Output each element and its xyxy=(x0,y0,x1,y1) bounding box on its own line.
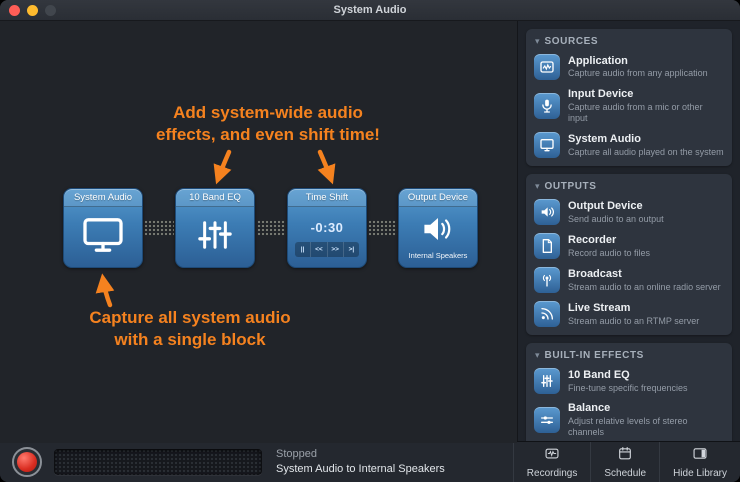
pause-button[interactable]: || xyxy=(300,245,305,253)
level-meter xyxy=(54,449,262,475)
library-sidebar: ▾ SOURCES Application Capture audio from… xyxy=(517,21,740,441)
item-desc: Stream audio to an online radio server xyxy=(568,281,721,292)
library-item-10-band-eq[interactable]: 10 Band EQ Fine-tune specific frequencie… xyxy=(526,364,732,398)
item-desc: Adjust relative levels of stereo channel… xyxy=(568,416,688,438)
speaker-icon xyxy=(421,215,455,248)
block-time-shift[interactable]: Time Shift -0:30 || << >> >| xyxy=(287,188,367,268)
library-item-application[interactable]: Application Capture audio from any appli… xyxy=(526,50,732,84)
record-icon xyxy=(17,452,37,472)
broadcast-icon xyxy=(534,267,560,294)
zoom-button[interactable] xyxy=(45,4,56,16)
monitor-icon xyxy=(82,217,124,258)
skip-to-live-button[interactable]: >| xyxy=(342,241,359,257)
session-canvas[interactable]: Add system-wide audio effects, and even … xyxy=(0,21,517,443)
item-label: Live Stream xyxy=(568,301,631,314)
library-item-output-device[interactable]: Output Device Send audio to an output xyxy=(526,195,732,229)
item-label: Output Device xyxy=(568,199,643,212)
connection xyxy=(144,220,174,236)
file-icon xyxy=(534,233,560,260)
balance-icon xyxy=(534,407,560,434)
section-title: BUILT-IN EFFECTS xyxy=(544,350,644,362)
library-item-recorder[interactable]: Recorder Record audio to files xyxy=(526,229,732,263)
hide-library-button[interactable]: Hide Library xyxy=(659,442,740,482)
fast-forward-button[interactable]: >> xyxy=(326,241,343,257)
section-header-sources[interactable]: ▾ SOURCES xyxy=(526,31,732,50)
connection xyxy=(257,220,286,236)
button-label: Schedule xyxy=(604,467,647,479)
microphone-icon xyxy=(534,93,560,120)
annotation-capture: Capture all system audio with a single b… xyxy=(89,308,291,349)
block-10-band-eq[interactable]: 10 Band EQ xyxy=(175,188,255,268)
rewind-button[interactable]: << xyxy=(310,241,326,257)
block-title: System Audio xyxy=(64,189,142,207)
calendar-icon xyxy=(617,446,633,466)
section-built-in-effects: ▾ BUILT-IN EFFECTS 10 Band EQ Fine-tune … xyxy=(526,343,732,441)
minimize-button[interactable] xyxy=(27,4,38,16)
output-device-name: Internal Speakers xyxy=(408,250,468,260)
stream-icon xyxy=(534,301,560,328)
section-title: OUTPUTS xyxy=(544,181,597,193)
item-label: 10 Band EQ xyxy=(568,368,630,381)
close-button[interactable] xyxy=(9,4,20,16)
block-output-device[interactable]: Output Device Internal Speakers xyxy=(398,188,478,268)
item-label: Balance xyxy=(568,402,611,415)
session-status: Stopped System Audio to Internal Speaker… xyxy=(276,447,445,477)
status-state: Stopped xyxy=(276,448,317,461)
item-desc: Send audio to an output xyxy=(568,213,664,224)
section-header-outputs[interactable]: ▾ OUTPUTS xyxy=(526,176,732,195)
section-outputs: ▾ OUTPUTS Output Device Send audio to an… xyxy=(526,174,732,336)
button-label: Recordings xyxy=(526,467,578,479)
eq-sliders-icon xyxy=(534,368,560,395)
library-item-balance[interactable]: Balance Adjust relative levels of stereo… xyxy=(526,398,732,441)
item-desc: Capture all audio played on the system xyxy=(568,146,724,157)
item-label: Recorder xyxy=(568,233,617,246)
time-shift-value: -0:30 xyxy=(310,219,344,235)
block-title: Time Shift xyxy=(288,189,366,207)
item-desc: Record audio to files xyxy=(568,247,651,258)
item-desc: Capture audio from a mic or other input xyxy=(568,101,703,123)
traffic-lights xyxy=(9,0,56,20)
application-icon xyxy=(534,54,560,80)
item-label: System Audio xyxy=(568,132,641,145)
status-route: System Audio to Internal Speakers xyxy=(276,463,445,475)
recordings-button[interactable]: Recordings xyxy=(512,442,591,482)
window-title: System Audio xyxy=(333,4,407,16)
chevron-down-icon: ▾ xyxy=(535,181,540,192)
eq-sliders-icon xyxy=(196,219,234,256)
chevron-down-icon: ▾ xyxy=(535,350,540,361)
chevron-down-icon: ▾ xyxy=(535,36,540,46)
section-header-effects[interactable]: ▾ BUILT-IN EFFECTS xyxy=(526,345,732,364)
connection xyxy=(368,220,397,236)
section-title: SOURCES xyxy=(544,36,599,47)
button-label: Hide Library xyxy=(673,467,727,479)
footer-bar: Stopped System Audio to Internal Speaker… xyxy=(0,441,740,482)
item-desc: Fine-tune specific frequencies xyxy=(568,382,688,393)
block-system-audio[interactable]: System Audio xyxy=(63,188,143,268)
item-label: Application xyxy=(568,54,628,67)
library-item-system-audio[interactable]: System Audio Capture all audio played on… xyxy=(526,128,732,162)
monitor-icon xyxy=(534,132,560,159)
item-label: Input Device xyxy=(568,88,634,100)
sidebar-panel-icon xyxy=(691,446,709,466)
title-bar: System Audio xyxy=(0,0,740,21)
schedule-button[interactable]: Schedule xyxy=(590,442,659,482)
speaker-icon xyxy=(534,199,560,226)
item-label: Broadcast xyxy=(568,267,622,280)
library-item-input-device[interactable]: Input Device Capture audio from a mic or… xyxy=(526,84,732,128)
block-title: Output Device xyxy=(399,189,477,207)
library-item-live-stream[interactable]: Live Stream Stream audio to an RTMP serv… xyxy=(526,297,732,331)
recordings-icon xyxy=(543,446,561,466)
annotation-effects: Add system-wide audio effects, and even … xyxy=(156,103,380,144)
section-sources: ▾ SOURCES Application Capture audio from… xyxy=(526,29,732,167)
library-item-broadcast[interactable]: Broadcast Stream audio to an online radi… xyxy=(526,263,732,297)
record-button[interactable] xyxy=(0,442,54,482)
item-desc: Stream audio to an RTMP server xyxy=(568,315,700,326)
item-desc: Capture audio from any application xyxy=(568,68,708,79)
block-title: 10 Band EQ xyxy=(176,189,254,207)
time-shift-transport: || << >> >| xyxy=(295,241,359,257)
